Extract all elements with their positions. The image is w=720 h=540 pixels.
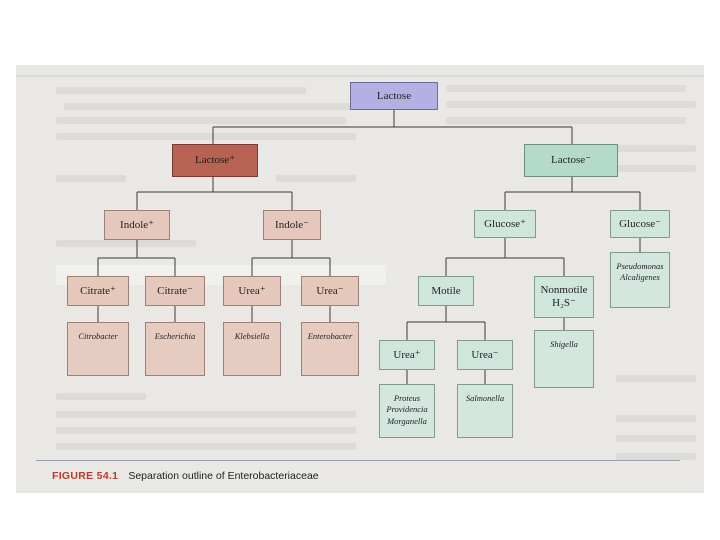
node-lactose-negative: Lactose⁻ [524, 144, 618, 177]
page-edge-line [16, 75, 704, 77]
node-glucose-negative: Glucose⁻ [610, 210, 670, 238]
node-urea-negative-right: Urea⁻ [457, 340, 513, 370]
node-citrate-positive: Citrate⁺ [67, 276, 129, 306]
node-lactose-positive: Lactose⁺ [172, 144, 258, 177]
organism-morganella: Morganella [387, 415, 427, 426]
node-glucose-positive: Glucose⁺ [474, 210, 536, 238]
background-text-line [56, 240, 196, 247]
background-text-line [616, 415, 696, 422]
organism-salmonella: Salmonella [457, 384, 513, 438]
organism-alcaligenes: Alcaligenes [620, 272, 660, 283]
background-text-line [56, 133, 356, 140]
background-text-line [276, 175, 356, 182]
background-text-line [446, 85, 686, 92]
node-nonmotile: Nonmotile H₂S⁻ [534, 276, 594, 318]
background-text-line [56, 87, 306, 94]
organism-proteus: Proteus [393, 393, 421, 403]
background-text-line [616, 435, 696, 442]
background-text-line [56, 443, 356, 450]
figure-title: Separation outline of Enterobacteriaceae [128, 470, 319, 482]
node-urea-positive-left: Urea⁺ [223, 276, 281, 306]
figure-label: FIGURE 54.1 [52, 470, 119, 482]
organism-enterobacter: Enterobacter [301, 322, 359, 376]
node-motile: Motile [418, 276, 474, 306]
background-text-line [616, 165, 696, 172]
background-text-line [616, 375, 696, 382]
node-nonmotile-line2: H₂S⁻ [552, 297, 576, 309]
node-indole-positive: Indole⁺ [104, 210, 170, 240]
organism-pseudomonas: Pseudomonas [616, 261, 664, 271]
node-urea-negative-left: Urea⁻ [301, 276, 359, 306]
background-text-line [446, 117, 686, 124]
background-text-line [616, 453, 696, 460]
background-text-line [56, 393, 146, 400]
background-text-line [56, 411, 356, 418]
node-nonmotile-line1: Nonmotile [540, 284, 588, 297]
node-citrate-negative: Citrate⁻ [145, 276, 205, 306]
background-text-line [616, 145, 696, 152]
organism-group-proteus: Proteus Providencia Morganella [379, 384, 435, 438]
background-text-line [56, 117, 346, 124]
figure-caption: FIGURE 54.1 Separation outline of Entero… [16, 463, 704, 489]
background-text-line [56, 175, 126, 182]
caption-rule [36, 460, 680, 461]
organism-escherichia: Escherichia [145, 322, 205, 376]
organism-klebsiella: Klebsiella [223, 322, 281, 376]
node-lactose: Lactose [350, 82, 438, 110]
organism-shigella: Shigella [534, 330, 594, 388]
organism-citrobacter: Citrobacter [67, 322, 129, 376]
background-text-line [64, 103, 364, 110]
node-urea-positive-right: Urea⁺ [379, 340, 435, 370]
background-text-line [446, 101, 696, 108]
background-text-line [56, 427, 356, 434]
node-indole-negative: Indole⁻ [263, 210, 321, 240]
organism-providencia: Providencia [386, 404, 428, 415]
organism-group-pseudomonas: Pseudomonas Alcaligenes [610, 252, 670, 308]
